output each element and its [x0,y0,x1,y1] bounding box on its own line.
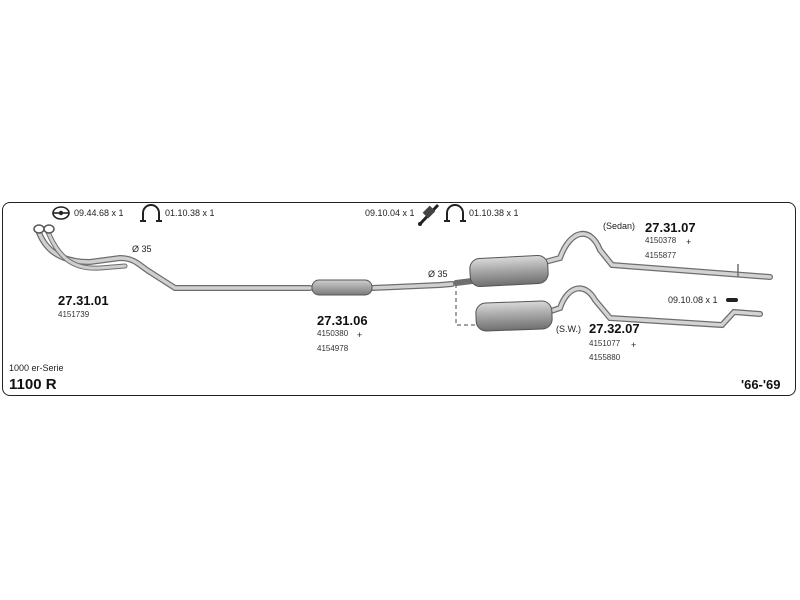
oem-number: 4151739 [58,310,90,319]
middle-pipe [311,279,455,296]
front-pipe [33,224,313,291]
flange-gasket-icon [52,206,70,220]
plus-sign: + [686,237,692,247]
rear-silencer-sedan [469,254,549,288]
accessory-label-mounting-kit: 09.10.04 x 1 [365,208,415,218]
plus-sign: + [357,330,363,340]
model-title: 1100 R [9,376,57,393]
series-label: 1000 er-Serie [9,363,64,373]
centre-silencer [311,279,373,296]
oem-number: 4155880 [589,353,621,362]
accessory-label-clamp-2: 01.10.38 x 1 [469,208,519,218]
diagram-frame [2,202,796,396]
part-number-rear-sw: 27.32.07 [589,321,640,336]
diameter-label-front: Ø 35 [132,244,152,254]
oem-number: 4150378 [645,236,677,245]
rear-section-sedan [453,230,773,288]
part-number-rear-sedan: 27.31.07 [645,220,696,235]
accessory-label-gasket: 09.44.68 x 1 [74,208,124,218]
oem-number: 4154978 [317,344,349,353]
variant-label-sw: (S.W.) [556,324,581,334]
variant-label-sedan: (Sedan) [603,221,636,231]
rear-silencer-sw [475,300,553,332]
oem-number: 4151077 [589,339,621,348]
plus-sign: + [631,340,637,350]
pipe-clamp-icon [444,204,466,222]
rear-section-sw [475,285,763,332]
rubber-hanger-icon [726,298,738,302]
pipe-clamp-icon [140,204,162,222]
oem-number: 4155877 [645,251,677,260]
year-range: '66-'69 [741,377,781,392]
accessory-label-hanger: 09.10.08 x 1 [668,295,718,305]
accessory-label-clamp: 01.10.38 x 1 [165,208,215,218]
oem-number: 4150380 [317,329,349,338]
diameter-label-middle: Ø 35 [428,269,448,279]
part-number-middle-silencer: 27.31.06 [317,313,368,328]
mounting-hardware-icon [418,203,440,226]
variant-link-dashes [455,284,478,326]
part-number-front-pipe: 27.31.01 [58,293,109,308]
